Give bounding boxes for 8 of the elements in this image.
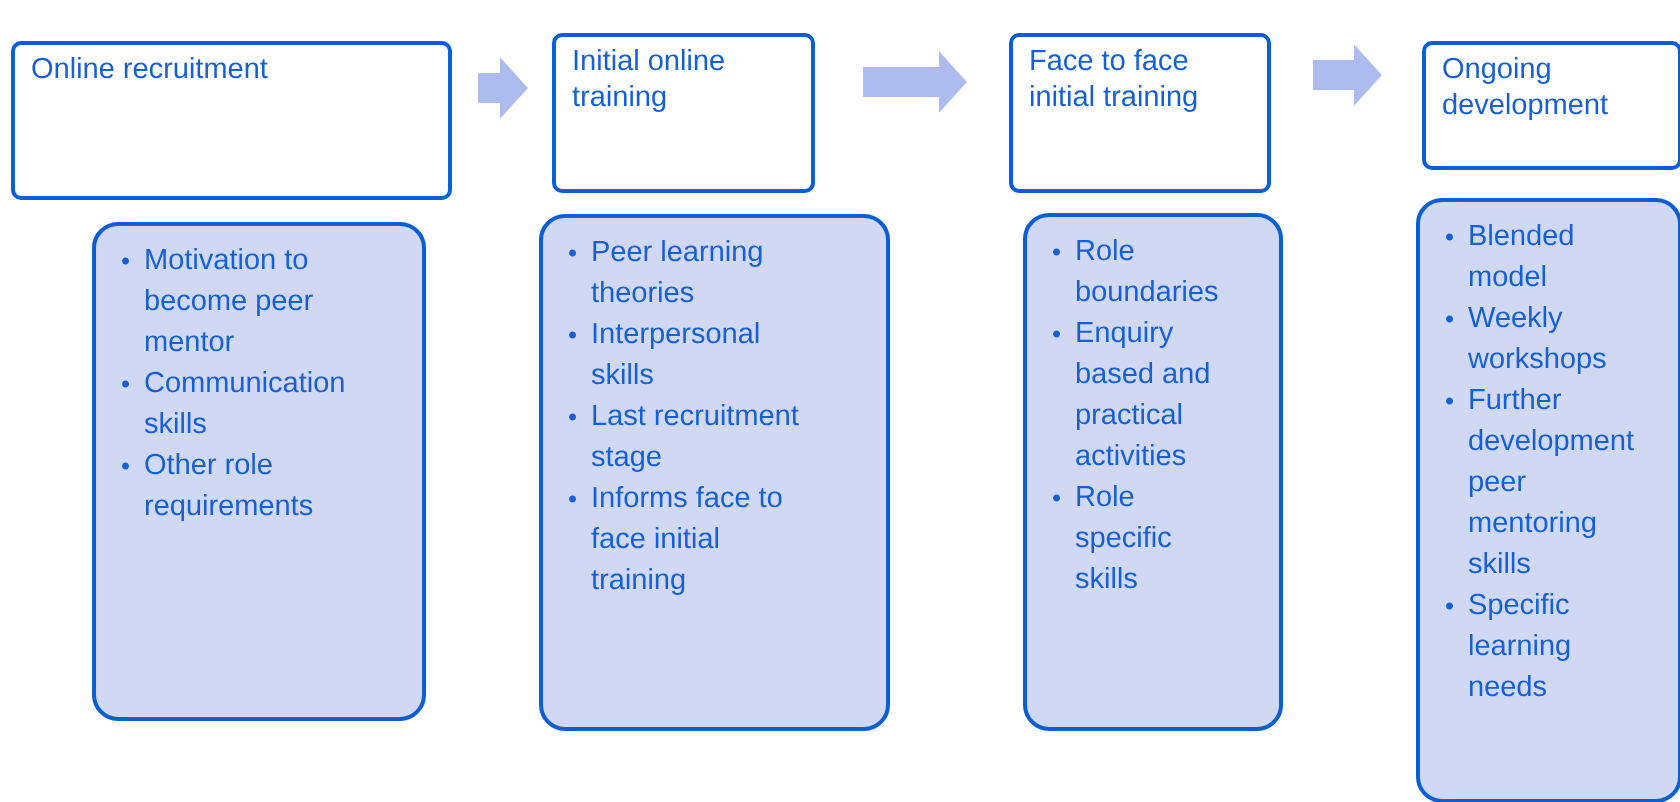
header-box: Ongoing development bbox=[1422, 41, 1680, 170]
header-box: Initial online training bbox=[552, 33, 815, 193]
header-box: Online recruitment bbox=[11, 41, 452, 200]
list-box: Motivation to become peer mentor Communication skills Other role requirements bbox=[92, 222, 426, 721]
list-box: Role boundaries Enquiry based and practical activities Role specific skills bbox=[1023, 213, 1283, 731]
header-box: Face to face initial training bbox=[1009, 33, 1271, 193]
list-box: Blended model Weekly workshops Further development peer mentoring skills Specific learning needs bbox=[1416, 198, 1680, 802]
list-box: Peer learning theories Interpersonal skills Last recruitment stage Informs face to face initial training bbox=[539, 214, 890, 731]
